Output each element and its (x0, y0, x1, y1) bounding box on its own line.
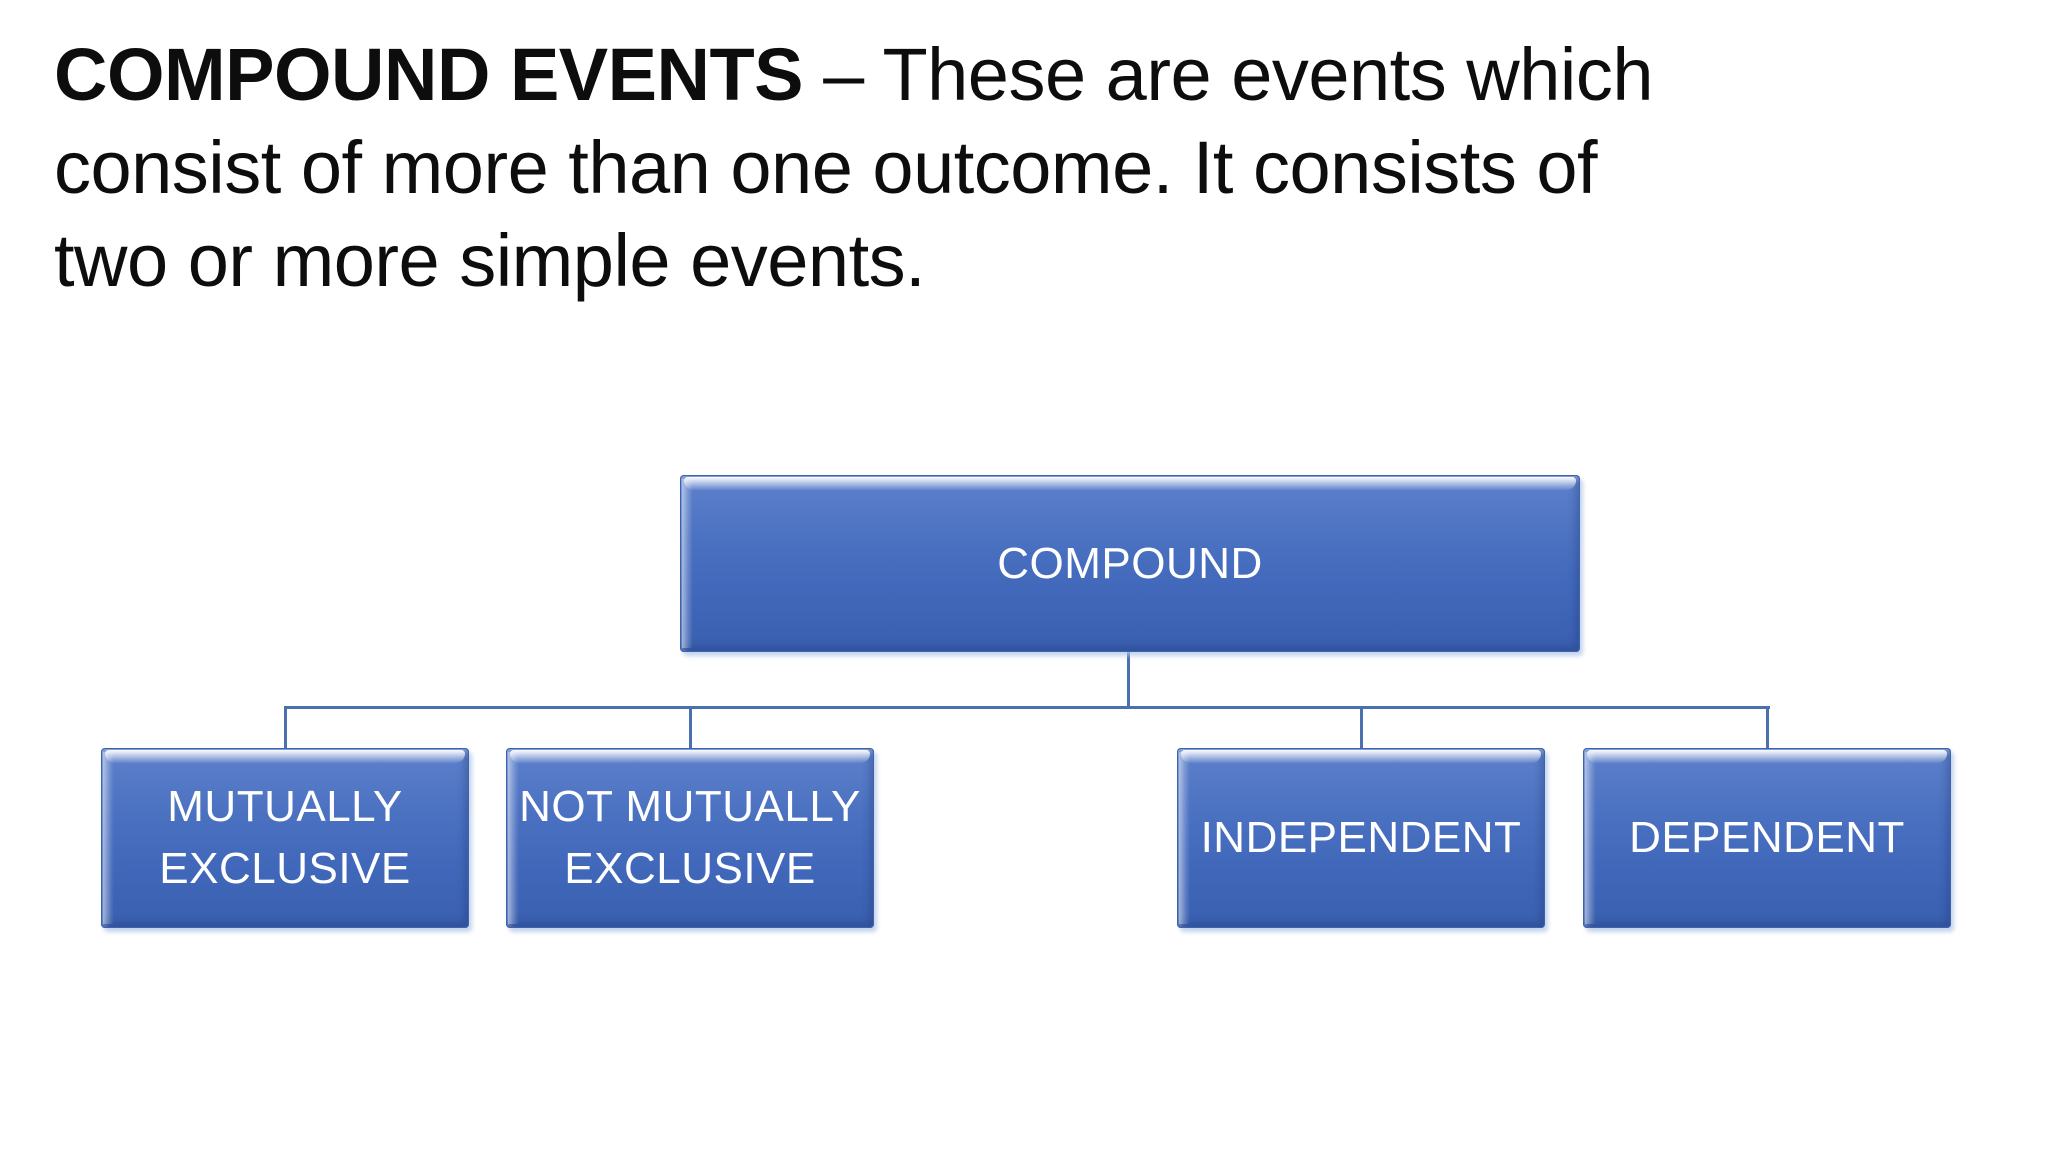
node-dependent: DEPENDENT (1583, 748, 1951, 928)
node-not-mutually-exclusive-label: NOT MUTUALLY EXCLUSIVE (515, 776, 865, 900)
connector-trunk (284, 706, 1770, 709)
node-dependent-label: DEPENDENT (1629, 813, 1905, 862)
title-line-3: two or more simple events. (54, 214, 1994, 307)
slide-title: COMPOUND EVENTS – These are events which… (54, 28, 1994, 307)
connector-drop-independent (1360, 706, 1363, 750)
label-line: EXCLUSIVE (159, 844, 411, 893)
label-line: MUTUALLY (167, 782, 403, 831)
title-line-2: consist of more than one outcome. It con… (54, 121, 1994, 214)
node-mutually-exclusive: MUTUALLY EXCLUSIVE (101, 748, 469, 928)
connector-drop-mutually-exclusive (284, 706, 287, 750)
label-line: NOT MUTUALLY (519, 782, 861, 831)
connector-drop-not-mutually-exclusive (689, 706, 692, 750)
node-independent-label: INDEPENDENT (1200, 813, 1522, 862)
node-mutually-exclusive-label: MUTUALLY EXCLUSIVE (155, 776, 414, 900)
title-line-1: COMPOUND EVENTS – These are events which (54, 28, 1994, 121)
node-not-mutually-exclusive: NOT MUTUALLY EXCLUSIVE (506, 748, 874, 928)
title-line-1-text: – These are events which (803, 33, 1653, 116)
title-line-2-text: consist of more than one outcome. It con… (54, 126, 1598, 209)
connector-root-drop (1127, 652, 1130, 709)
node-compound: COMPOUND (680, 475, 1580, 652)
title-line-3-text: two or more simple events. (54, 219, 926, 302)
label-line: EXCLUSIVE (564, 844, 816, 893)
connector-drop-dependent (1766, 706, 1769, 750)
title-term-bold: COMPOUND EVENTS (54, 33, 804, 116)
node-independent: INDEPENDENT (1177, 748, 1545, 928)
node-compound-label: COMPOUND (997, 538, 1263, 588)
